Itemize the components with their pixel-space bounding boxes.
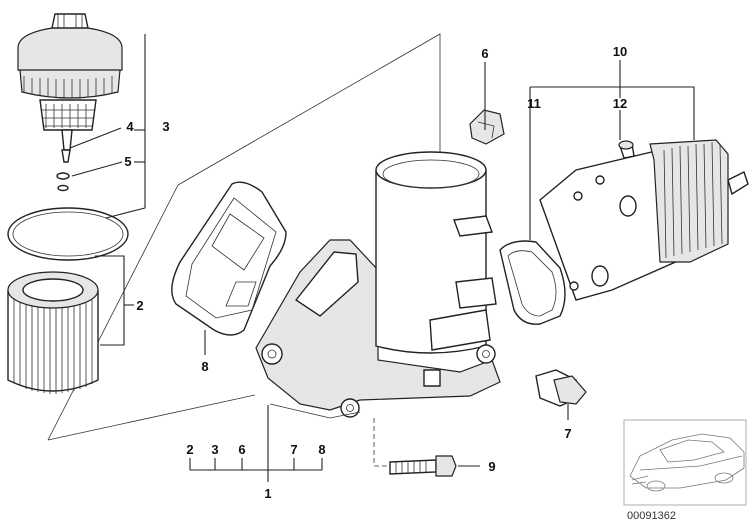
callout-4: 4: [126, 119, 134, 134]
o-ring-large: [7, 207, 129, 261]
group-label: 2: [186, 442, 193, 457]
callout-12: 12: [613, 96, 627, 111]
callout-1: 1: [264, 486, 271, 501]
group-labels: 2 3 6 7 8: [186, 442, 325, 457]
group-label: 8: [318, 442, 325, 457]
gasket-heat-exchanger: [499, 240, 566, 325]
callout-labels: 1 2 3 4 5 6 7 8 9 10 11 12: [124, 44, 627, 501]
callout-8: 8: [201, 359, 208, 374]
oil-filter-cap: [17, 13, 123, 163]
callout-2: 2: [136, 298, 143, 313]
leader-lines: [69, 34, 695, 482]
oil-filter-element: [7, 271, 99, 394]
retaining-clip: [469, 109, 505, 145]
oil-heat-exchanger: [539, 139, 749, 301]
seal-ring-small: [56, 172, 70, 180]
group-label: 7: [290, 442, 297, 457]
document-number: 00091362: [627, 510, 676, 522]
group-label: 6: [238, 442, 245, 457]
bolt-heat-exchanger: [618, 140, 635, 159]
callout-9: 9: [488, 459, 495, 474]
callout-3: 3: [162, 119, 169, 134]
seal-ring-tiny: [57, 184, 69, 192]
callout-7: 7: [564, 426, 571, 441]
gasket-filter-housing: [171, 181, 287, 336]
group-label: 3: [211, 442, 218, 457]
oil-filter-housing: [255, 151, 501, 419]
oil-pressure-sensor: [535, 369, 587, 407]
callout-11: 11: [527, 96, 541, 111]
vehicle-thumbnail: 00091362: [623, 419, 747, 522]
callout-5: 5: [124, 154, 131, 169]
callout-6: 6: [481, 46, 488, 61]
bolt-housing: [389, 455, 457, 477]
callout-10: 10: [613, 44, 627, 59]
